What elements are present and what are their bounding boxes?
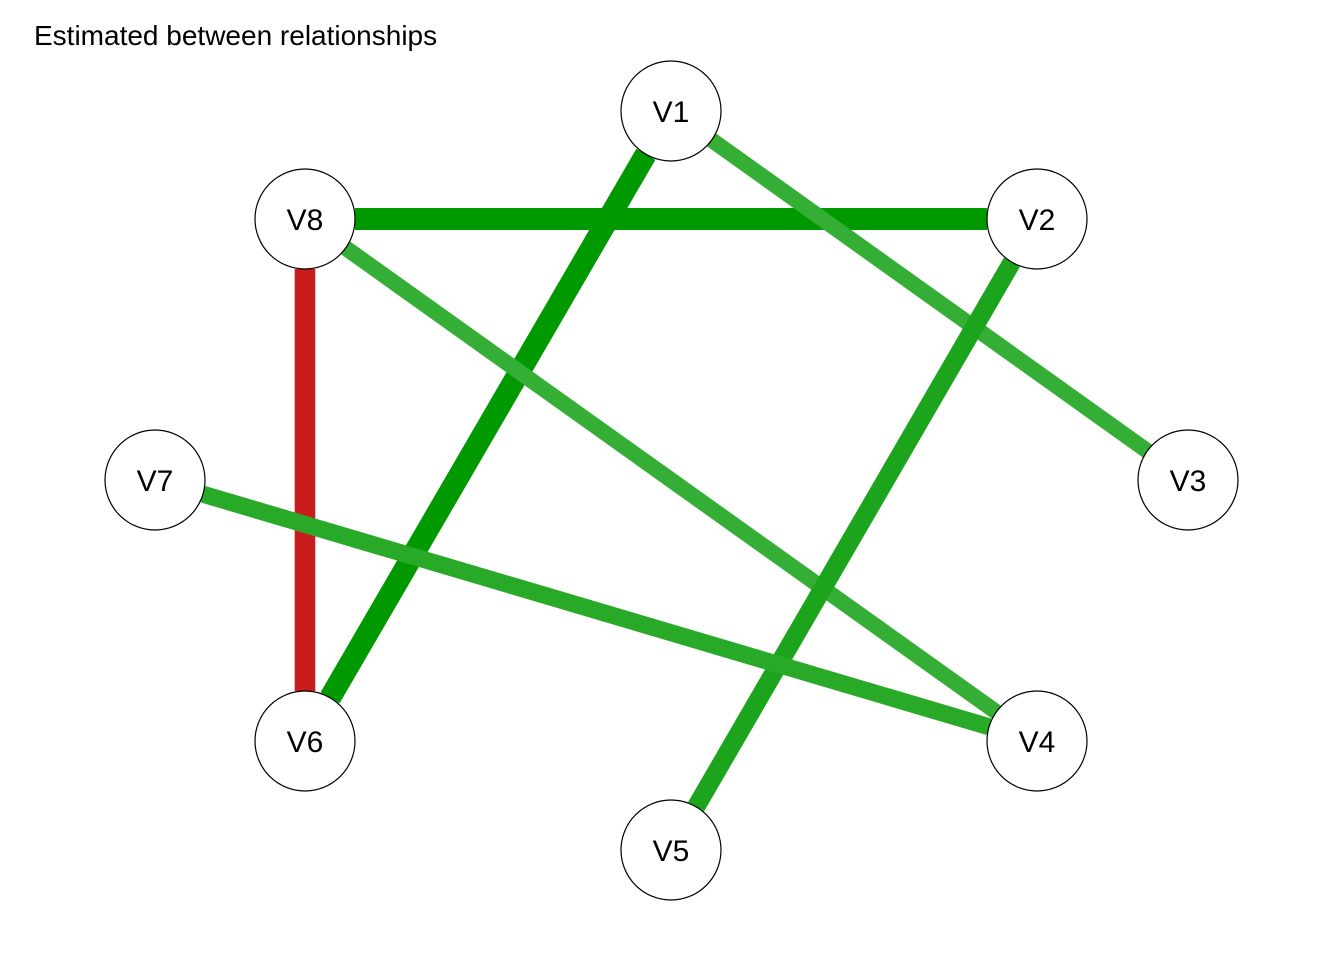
node-label: V4 (1019, 726, 1056, 759)
node-label: V5 (653, 835, 690, 868)
node-circle (254, 690, 356, 792)
node-v8: V8 (254, 168, 356, 270)
node-circle (254, 168, 356, 270)
edge-v1-v3 (707, 133, 1152, 458)
node-v2: V2 (986, 168, 1088, 270)
node-circle (986, 690, 1088, 792)
node-circle (620, 60, 722, 162)
node-circle (986, 168, 1088, 270)
node-circle (104, 429, 206, 531)
node-v3: V3 (1137, 429, 1239, 531)
diagram-title: Estimated between relationships (34, 20, 438, 51)
node-circle (620, 799, 722, 901)
node-label: V1 (653, 96, 690, 129)
node-v5: V5 (620, 799, 722, 901)
node-label: V7 (137, 465, 174, 498)
node-v7: V7 (104, 429, 206, 531)
edges-layer (200, 133, 1152, 812)
edge-v8-v4 (341, 241, 1001, 719)
node-v4: V4 (986, 690, 1088, 792)
node-label: V8 (287, 204, 324, 237)
node-label: V2 (1019, 204, 1056, 237)
edge-v7-v4 (200, 485, 992, 736)
node-circle (1137, 429, 1239, 531)
node-label: V6 (287, 726, 324, 759)
edge-v1-v6 (320, 148, 656, 704)
edge-v2-v5 (688, 257, 1020, 812)
node-v1: V1 (620, 60, 722, 162)
node-v6: V6 (254, 690, 356, 792)
node-label: V3 (1170, 465, 1207, 498)
